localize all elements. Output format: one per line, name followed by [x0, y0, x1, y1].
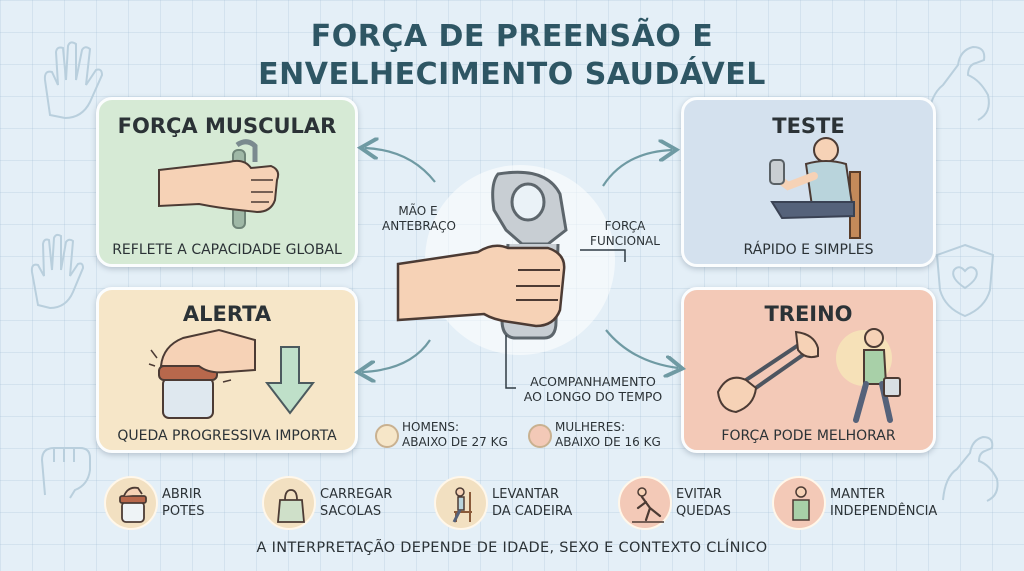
background-arm-icon-2 [942, 435, 999, 502]
card-teste-heading: TESTE [772, 114, 845, 138]
benefit-evitar-quedas: EVITAR QUEDAS [676, 486, 731, 520]
footer-note: A INTERPRETAÇÃO DEPENDE DE IDADE, SEXO E… [256, 540, 768, 556]
card-treino-heading: TREINO [764, 302, 853, 326]
fall-icon [618, 476, 672, 530]
label-mao-antebraco: MÃO E ANTEBRAÇO [382, 204, 457, 234]
walking-person-bag-icon [836, 328, 901, 423]
legend-women: MULHERES: ABAIXO DE 16 KG [555, 420, 661, 450]
card-teste-caption: RÁPIDO E SIMPLES [743, 242, 874, 258]
card-teste: TESTE RÁPIDO E SIMPLES [681, 97, 936, 267]
card-alerta-heading: ALERTA [182, 302, 272, 326]
page-title-line-2: ENVELHECIMENTO SAUDÁVEL [258, 57, 766, 92]
benefit-evitar-quedas-line-1: EVITAR [676, 487, 722, 502]
card-alerta: ALERTA QUEDA PROGRESSIVA IMPORTA [96, 287, 358, 453]
background-hand-icon-2 [30, 233, 85, 310]
chair-person-icon [434, 476, 488, 530]
label-forca-funcional-line-1: FORÇA [604, 219, 646, 233]
hand-gripping-tool-icon [158, 139, 280, 229]
arrow-to-teste [602, 150, 672, 187]
benefit-evitar-quedas-line-2: QUEDAS [676, 504, 731, 519]
label-mao-antebraco-line-1: MÃO E [398, 204, 438, 218]
legend-men: HOMENS: ABAIXO DE 27 KG [402, 420, 508, 450]
arrow-to-forca [365, 148, 436, 183]
background-heart-shield-icon [935, 243, 995, 318]
benefit-abrir-potes-line-2: POTES [162, 504, 205, 519]
arrow-to-treino [605, 329, 678, 368]
arrow-to-alerta [362, 339, 431, 372]
card-treino-caption: FORÇA PODE MELHORAR [721, 428, 896, 444]
benefit-levantar-cadeira: LEVANTAR DA CADEIRA [492, 486, 572, 520]
resistance-band-icon [716, 330, 819, 414]
benefit-abrir-potes: ABRIR POTES [162, 486, 204, 520]
person-icon [772, 476, 826, 530]
legend-dot-women [528, 424, 552, 448]
label-acompanhamento-line-1: ACOMPANHAMENTO [530, 374, 656, 389]
hand-opening-jar-icon [148, 328, 256, 419]
benefit-carregar-sacolas-line-1: CARREGAR [320, 487, 393, 502]
card-forca-caption: REFLETE A CAPACIDADE GLOBAL [112, 242, 342, 258]
label-acompanhamento-line-2: AO LONGO DO TEMPO [523, 389, 663, 404]
benefit-manter-independencia-line-2: INDEPENDÊNCIA [830, 504, 938, 519]
jar-icon [104, 476, 158, 530]
background-fist-icon [40, 447, 91, 499]
benefit-manter-independencia-line-1: MANTER [830, 487, 886, 502]
page-title-line-1: FORÇA DE PREENSÃO E [310, 19, 714, 54]
page-title: FORÇA DE PREENSÃO E ENVELHECIMENTO SAUDÁ… [212, 18, 812, 94]
benefit-carregar-sacolas: CARREGAR SACOLAS [320, 486, 392, 520]
benefit-abrir-potes-line-1: ABRIR [162, 487, 202, 502]
seated-person-dynamometer-icon [769, 137, 861, 239]
label-mao-antebraco-line-2: ANTEBRAÇO [382, 219, 457, 233]
card-treino: TREINO FORÇA PODE MELHORAR [681, 287, 936, 453]
benefit-levantar-cadeira-line-1: LEVANTAR [492, 487, 559, 502]
benefit-levantar-cadeira-line-2: DA CADEIRA [492, 504, 573, 519]
background-hand-icon [43, 41, 104, 120]
legend-women-line-2: ABAIXO DE 16 KG [555, 435, 661, 449]
legend-men-line-2: ABAIXO DE 27 KG [402, 435, 508, 449]
legend-men-line-1: HOMENS: [402, 420, 460, 434]
card-alerta-caption: QUEDA PROGRESSIVA IMPORTA [117, 428, 337, 444]
legend-women-line-1: MULHERES: [555, 420, 626, 434]
label-forca-funcional-line-2: FUNCIONAL [590, 234, 660, 248]
card-forca-muscular: FORÇA MUSCULAR REFLETE A CAPACIDADE GLOB… [96, 97, 358, 267]
card-forca-heading: FORÇA MUSCULAR [117, 114, 337, 138]
label-acompanhamento: ACOMPANHAMENTO AO LONGO DO TEMPO [518, 374, 668, 404]
bag-icon [262, 476, 316, 530]
label-forca-funcional: FORÇA FUNCIONAL [584, 219, 666, 249]
benefit-carregar-sacolas-line-2: SACOLAS [320, 504, 382, 519]
background-arm-icon [927, 45, 990, 121]
hand-dynamometer-icon [396, 170, 568, 340]
down-arrow-icon [264, 346, 316, 415]
legend-dot-men [375, 424, 399, 448]
benefit-manter-independencia: MANTER INDEPENDÊNCIA [830, 486, 937, 520]
